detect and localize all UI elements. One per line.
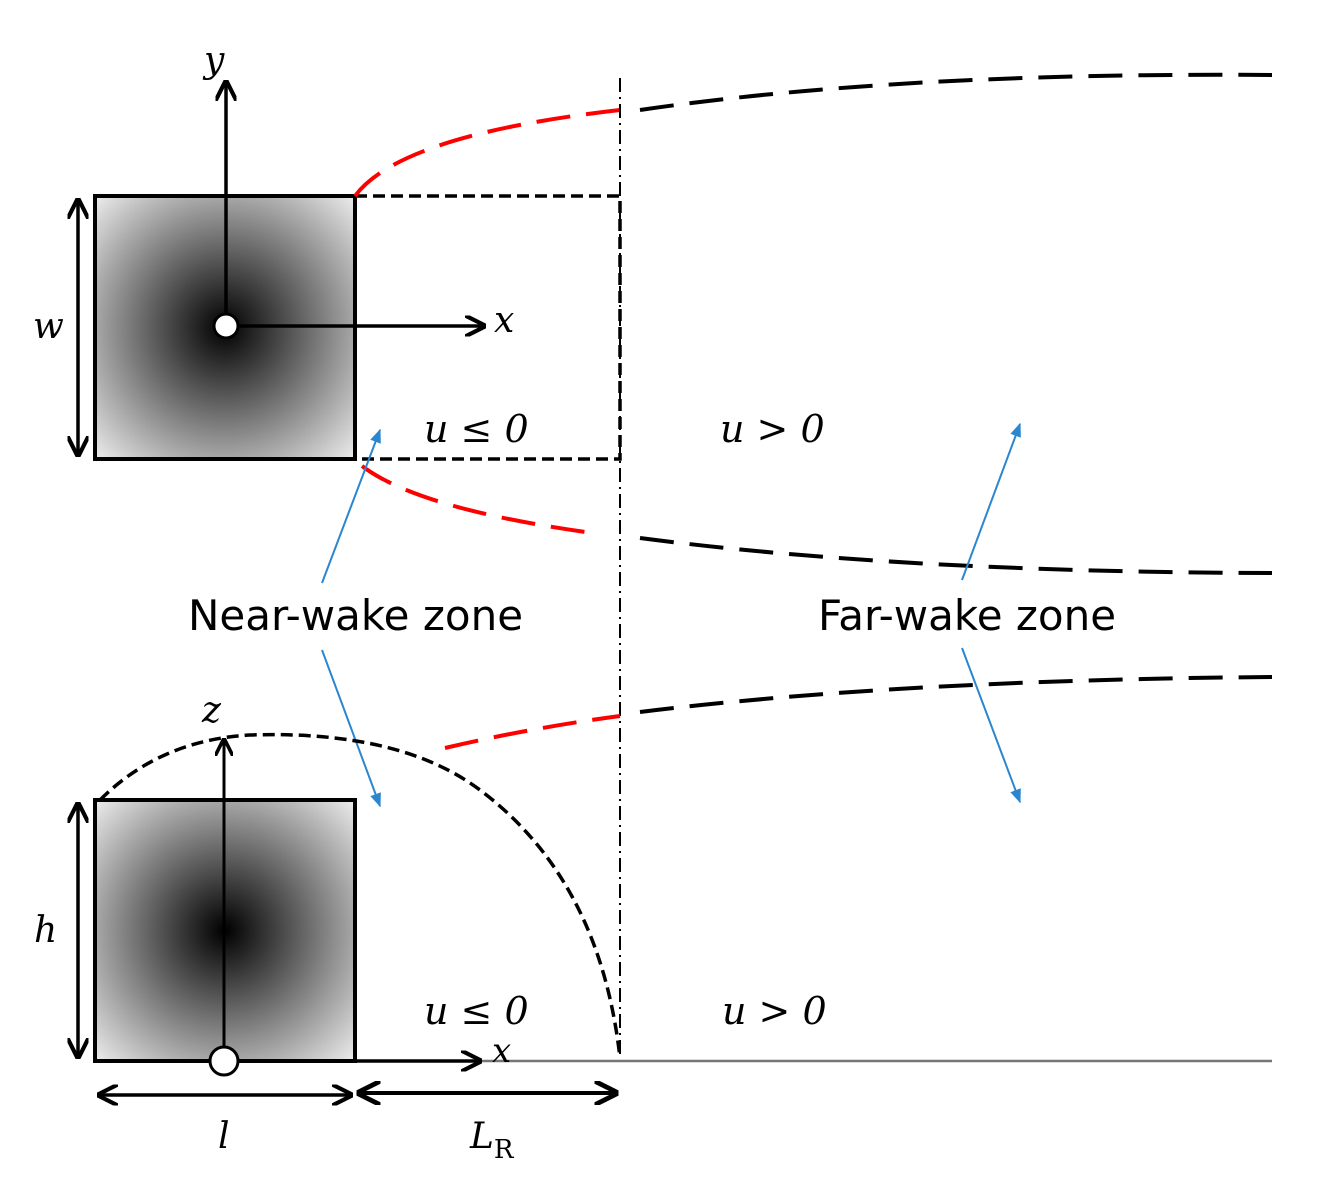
x-axis-label-top: x xyxy=(494,300,514,341)
top-view: w y x u ≤ 0 u > 0 xyxy=(33,40,1273,575)
far-wake-boundary-lower xyxy=(639,536,1273,575)
z-axis-label: z xyxy=(201,690,222,731)
near-wake-boundary-lower xyxy=(360,464,601,536)
recirculation-box-top xyxy=(355,194,622,461)
near-wake-boundary-upper xyxy=(353,108,621,198)
reattachment-length-label: LR xyxy=(469,1116,515,1165)
recirculation-dome-side xyxy=(98,732,622,1059)
near-region-label-side: u ≤ 0 xyxy=(424,989,529,1033)
far-wake-boundary-side xyxy=(639,675,1273,714)
y-axis-label: y xyxy=(202,40,225,81)
near-region-label-top: u ≤ 0 xyxy=(424,407,529,451)
side-view: z h l x LR u ≤ 0 u > 0 xyxy=(34,675,1273,1165)
far-wake-boundary-upper xyxy=(639,72,1273,112)
far-region-label-side: u > 0 xyxy=(722,989,827,1033)
far-wake-zone-label: Far-wake zone xyxy=(818,591,1116,640)
far-region-label-top: u > 0 xyxy=(720,407,825,451)
near-wake-pointer-down xyxy=(321,649,381,808)
origin-marker-top xyxy=(212,312,240,340)
far-wake-pointer-up xyxy=(961,422,1021,581)
x-axis-label-side: x xyxy=(492,1031,511,1071)
near-wake-zone-label: Near-wake zone xyxy=(188,591,523,640)
length-label: l xyxy=(218,1116,230,1157)
width-label: w xyxy=(33,306,64,347)
near-wake-pointer-up xyxy=(321,428,381,584)
origin-marker-side xyxy=(208,1045,240,1077)
far-wake-pointer-down xyxy=(961,647,1021,804)
height-label: h xyxy=(34,910,57,951)
near-wake-boundary-side xyxy=(444,714,621,750)
